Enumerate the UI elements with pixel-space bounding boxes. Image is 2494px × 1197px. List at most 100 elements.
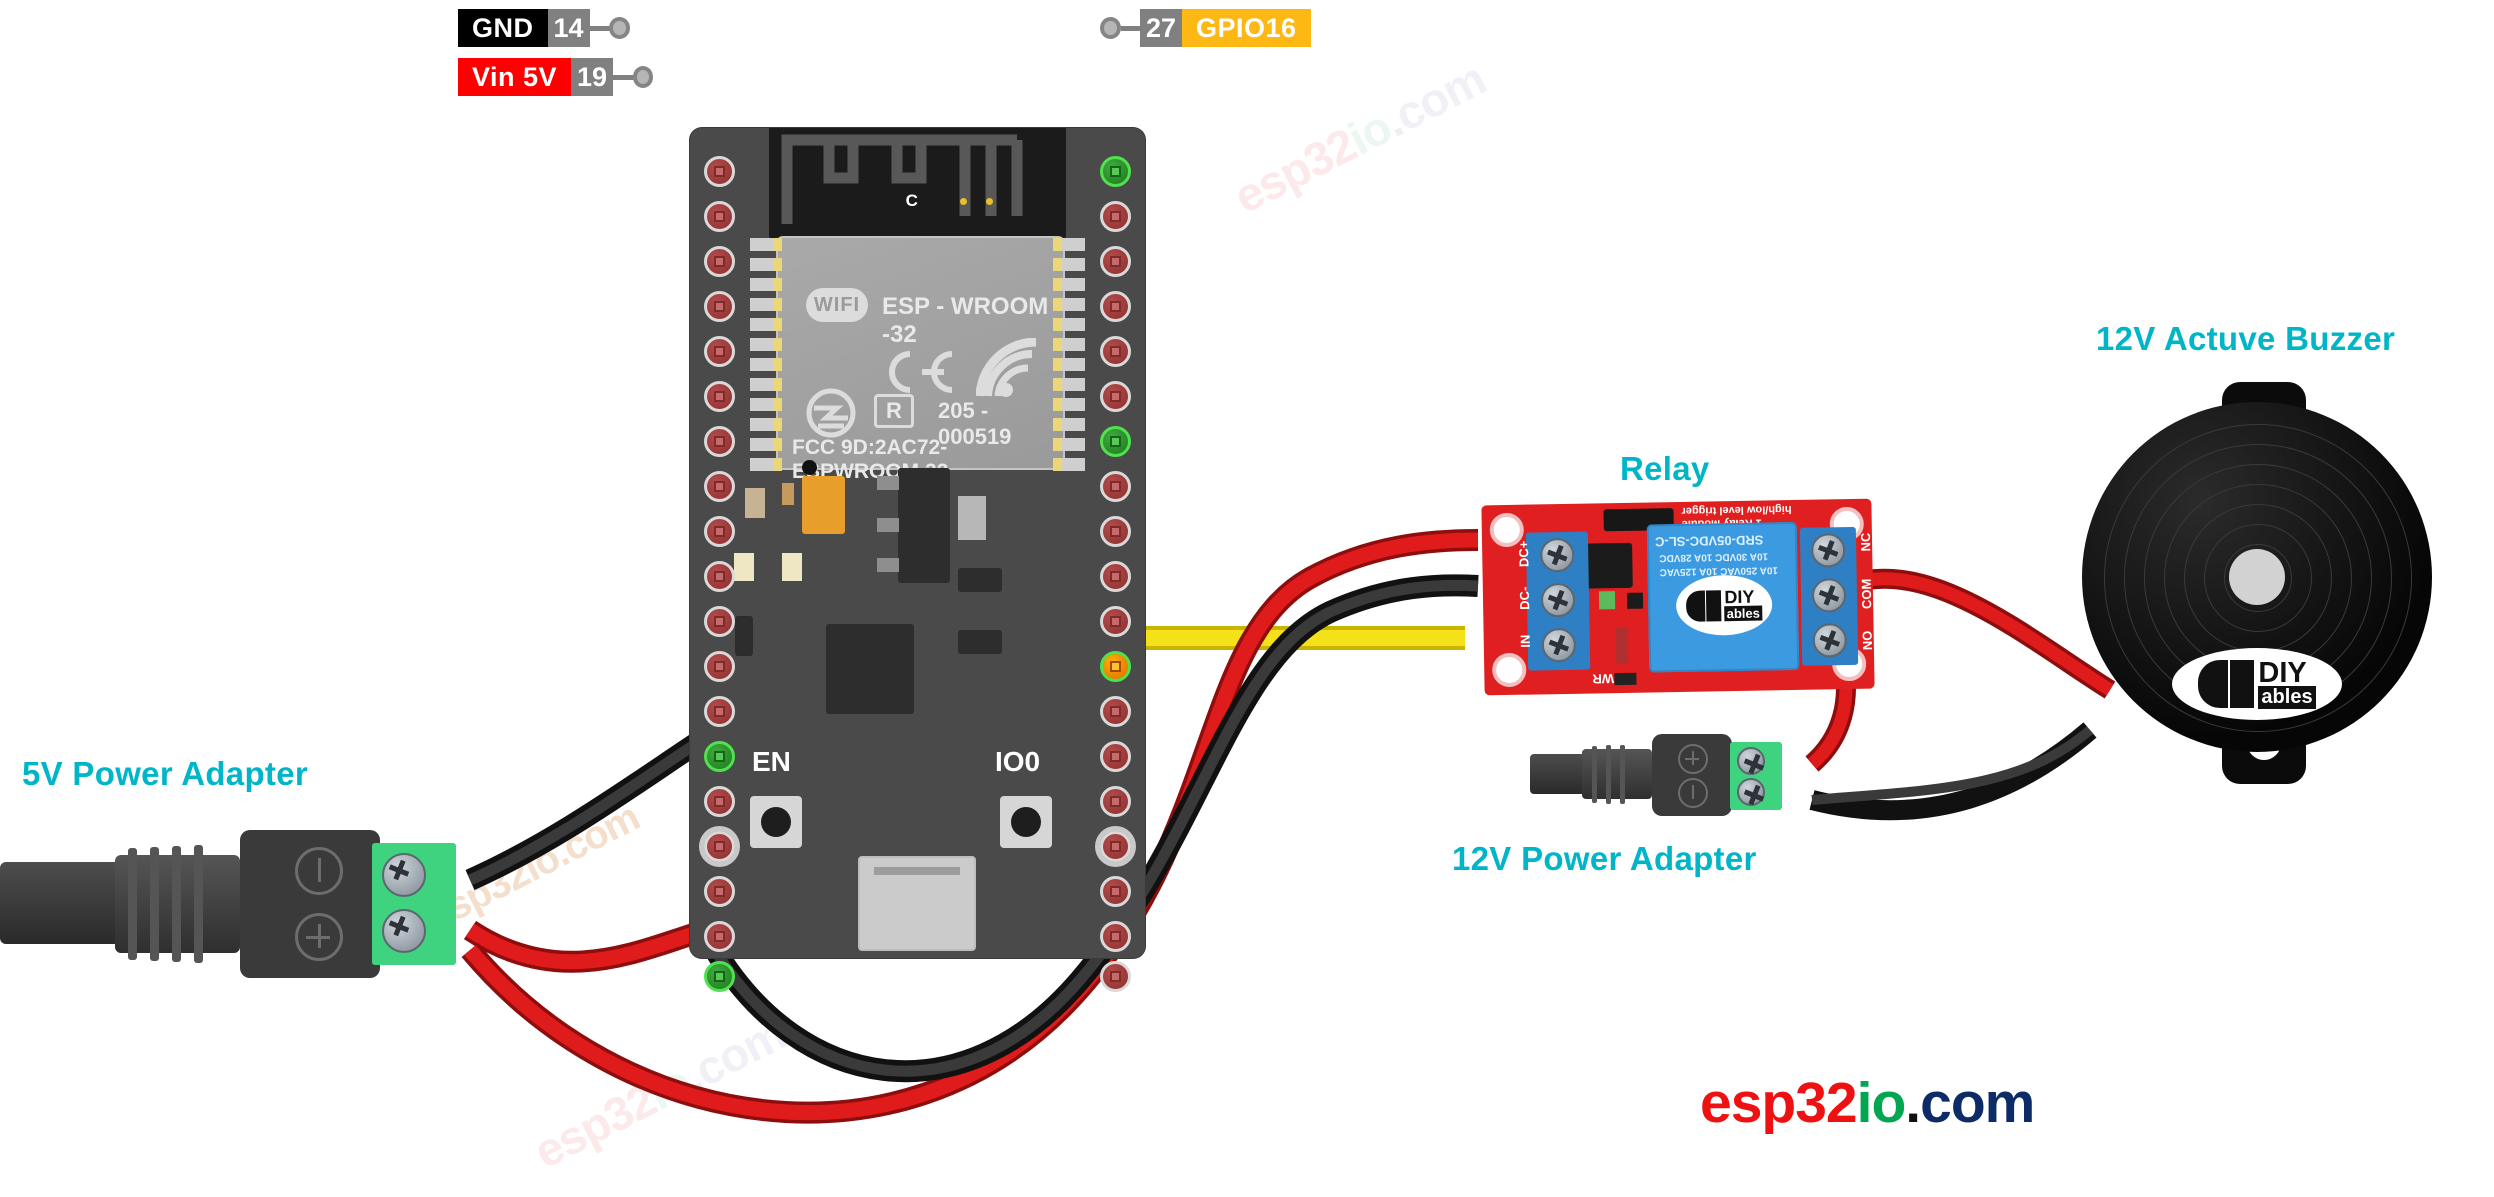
pin[interactable] — [1100, 471, 1131, 502]
jack-rib — [1620, 745, 1625, 804]
pin[interactable] — [1100, 606, 1131, 637]
pin[interactable] — [704, 876, 735, 907]
pin[interactable] — [1100, 786, 1131, 817]
jack-rib — [1592, 746, 1597, 803]
brand-line2: ables — [2258, 685, 2316, 709]
smd-part — [1626, 592, 1644, 609]
pin[interactable] — [704, 201, 735, 232]
pin[interactable] — [1100, 561, 1131, 592]
polarity-positive-icon — [295, 913, 343, 961]
brand-mark — [1706, 589, 1722, 622]
terminal-screw[interactable] — [1541, 627, 1577, 663]
pcb-antenna: C — [769, 128, 1066, 238]
diode — [735, 616, 753, 656]
pin[interactable] — [1100, 741, 1131, 772]
terminal-screw[interactable] — [1737, 747, 1765, 775]
telec-mark-icon — [806, 388, 856, 438]
relay-coil-part-number: SRD-05VDC-SL-C — [1654, 532, 1764, 550]
en-button[interactable] — [750, 796, 802, 848]
relay-caption: Relay — [1620, 450, 1710, 487]
jack-screw-terminal[interactable] — [1730, 742, 1782, 810]
pin[interactable] — [1100, 381, 1131, 412]
buzzer-center-dot — [2229, 549, 2285, 605]
module-dot — [802, 460, 817, 475]
pin[interactable] — [1100, 921, 1131, 952]
terminal-screw[interactable] — [1737, 778, 1765, 806]
relay-terminal-label-in: IN — [1517, 634, 1533, 648]
pin[interactable] — [704, 291, 735, 322]
pin[interactable] — [704, 516, 735, 547]
buzzer-caption: 12V Actuve Buzzer — [2096, 320, 2396, 357]
io0-button-label: IO0 — [995, 746, 1041, 777]
pin[interactable] — [704, 381, 735, 412]
pin[interactable] — [704, 561, 735, 592]
module-name-label: ESP - WROOM -32 — [882, 293, 1049, 348]
pin-callout-lead — [1100, 9, 1142, 47]
relay-silk-line2: high/low level trigger — [1681, 503, 1792, 517]
pin-vin-connected[interactable] — [704, 961, 735, 992]
relay-terminal-label-no: NO — [1859, 630, 1875, 651]
io0-button[interactable] — [1000, 796, 1052, 848]
pin[interactable] — [704, 156, 735, 187]
pin[interactable] — [704, 606, 735, 637]
wifi-icon: WIFI — [806, 288, 868, 322]
pin[interactable] — [1100, 156, 1131, 187]
jack-barrel — [1530, 754, 1588, 794]
pin[interactable] — [704, 921, 735, 952]
pin[interactable] — [1100, 291, 1131, 322]
terminal-screw[interactable] — [1540, 582, 1576, 618]
terminal-screw[interactable] — [1539, 537, 1575, 573]
pin-callout-number: 14 — [547, 9, 590, 47]
pin-gpio16-connected[interactable] — [1100, 651, 1131, 682]
polarity-negative-icon — [295, 847, 343, 895]
en-button-label: EN — [752, 746, 791, 777]
pin[interactable] — [704, 696, 735, 727]
ce-mark-icon — [889, 351, 953, 393]
terminal-screw[interactable] — [1811, 578, 1847, 613]
pin[interactable] — [1100, 516, 1131, 547]
pin[interactable] — [1100, 201, 1131, 232]
jack-screw-terminal[interactable] — [372, 843, 456, 965]
regulator-chip — [898, 468, 950, 583]
pin[interactable] — [704, 831, 735, 862]
pin-callout-number: 27 — [1140, 9, 1182, 47]
pin[interactable] — [1100, 876, 1131, 907]
pin-callout-gnd: GND 14 — [458, 9, 630, 47]
relay-input-terminal-block[interactable] — [1525, 531, 1591, 671]
pin[interactable] — [1100, 336, 1131, 367]
pin[interactable] — [704, 786, 735, 817]
terminal-screw[interactable] — [1812, 623, 1848, 658]
pin[interactable] — [704, 426, 735, 457]
pin[interactable] — [1100, 696, 1131, 727]
micro-usb-port[interactable] — [858, 856, 976, 951]
wire-relay-com-to-buzzer — [1844, 568, 2116, 699]
pin[interactable] — [704, 336, 735, 367]
pin-gnd-connected[interactable] — [704, 741, 735, 772]
pin[interactable] — [704, 471, 735, 502]
relay-output-terminal-block[interactable] — [1799, 526, 1859, 666]
pin[interactable] — [1100, 246, 1131, 277]
smd-part — [782, 483, 794, 505]
pin[interactable] — [1100, 961, 1131, 992]
pin[interactable] — [1100, 831, 1131, 862]
pin-callout-name: GPIO16 — [1182, 9, 1311, 47]
mounting-hole — [1491, 652, 1527, 688]
terminal-screw[interactable] — [1810, 533, 1846, 568]
jack-rib — [150, 847, 159, 961]
brand-mark — [1686, 590, 1706, 622]
pin[interactable] — [704, 651, 735, 682]
polarity-positive-icon — [1678, 744, 1708, 774]
terminal-screw[interactable] — [382, 853, 426, 897]
cert-r-label: R — [886, 398, 902, 423]
pin[interactable] — [704, 246, 735, 277]
pin-callout-number: 19 — [571, 58, 614, 96]
buzzer-ring — [2104, 424, 2412, 732]
esp-wroom-32-module: WIFI ESP - WROOM -32 R 205 - 00 — [776, 236, 1065, 483]
pin-callout-name: GND — [458, 9, 548, 47]
pin[interactable] — [1100, 426, 1131, 457]
buzzer-brand-logo: DIY ables — [2172, 648, 2342, 720]
terminal-screw[interactable] — [382, 909, 426, 953]
pin-callout-dot — [1100, 17, 1121, 39]
pin-callout-lead — [589, 9, 630, 47]
